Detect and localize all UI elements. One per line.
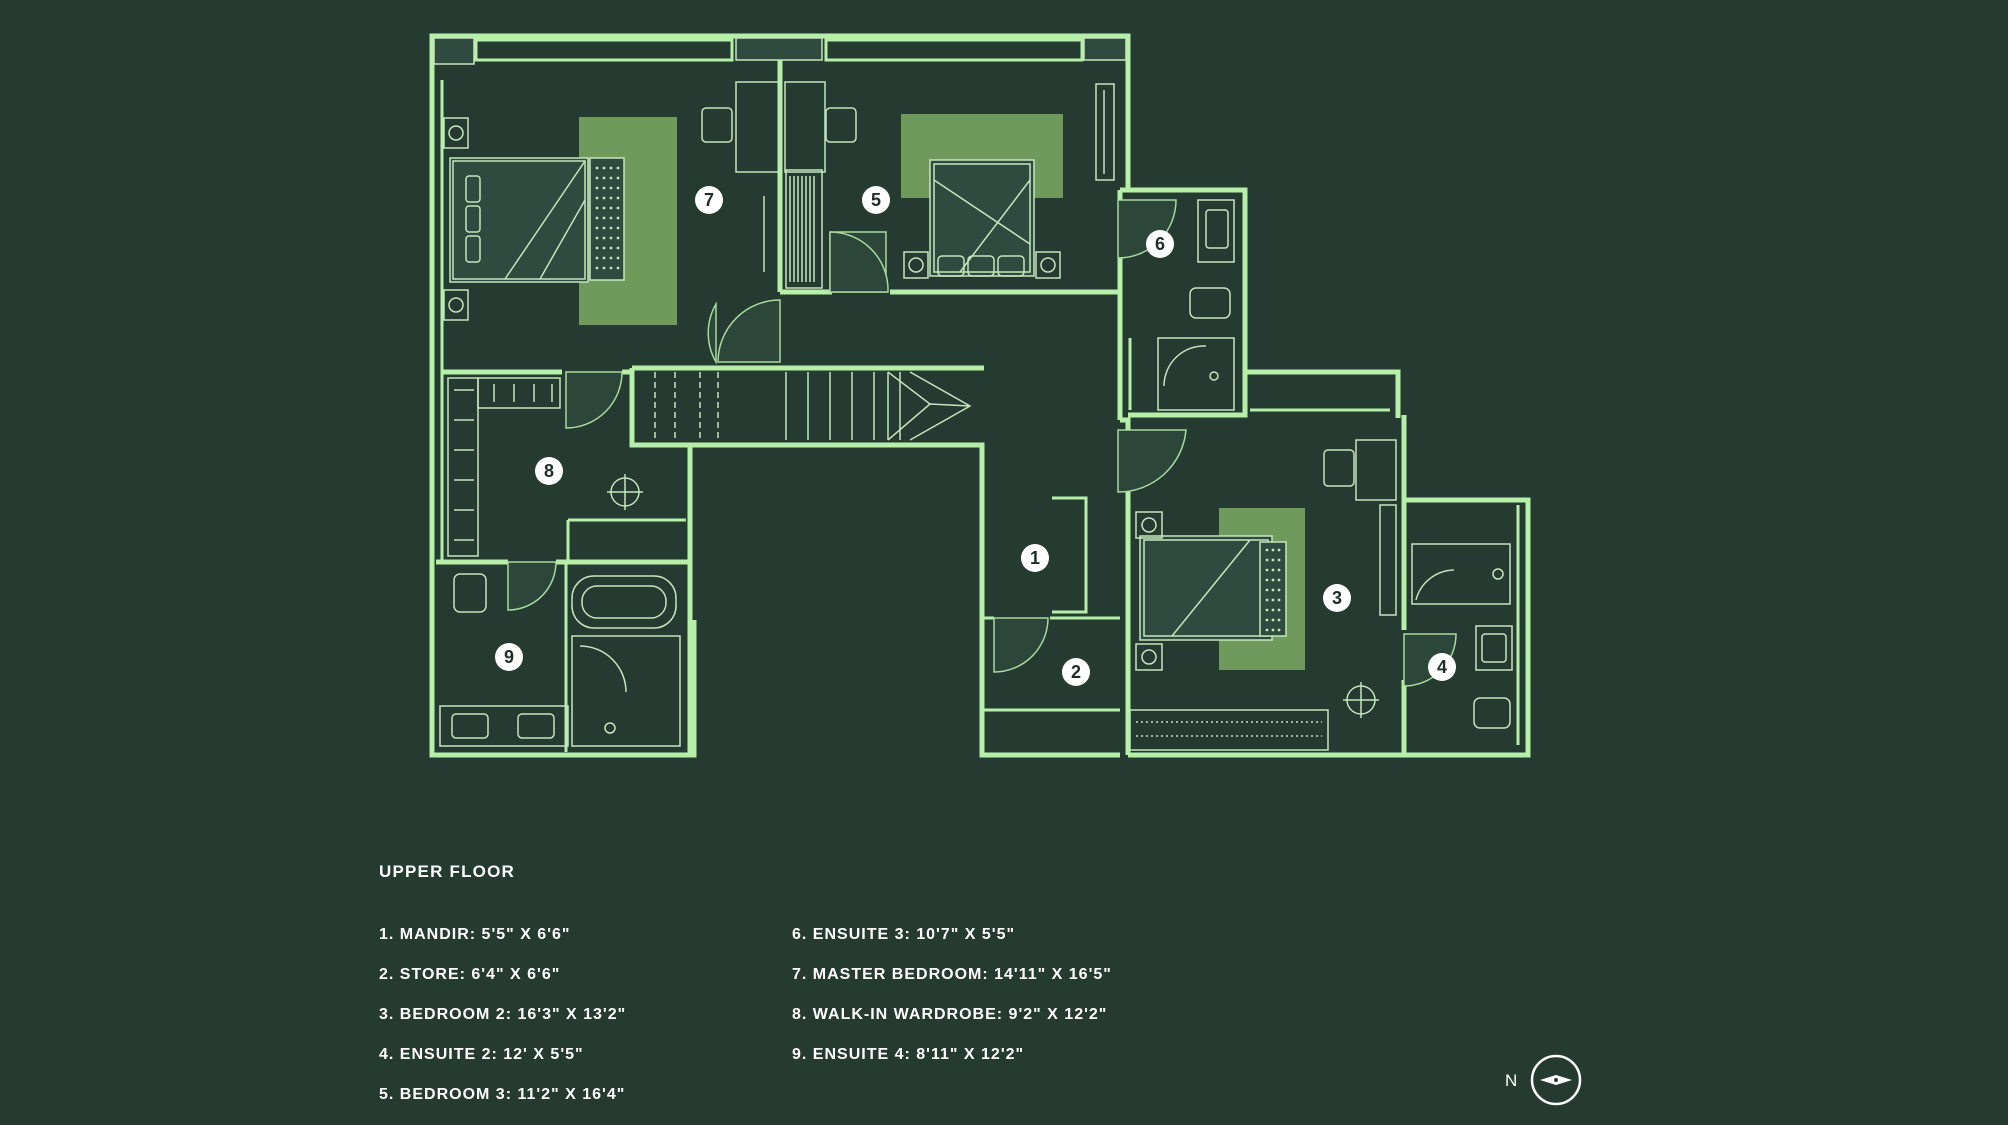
legend-column-left: 1. MANDIR: 5'5" X 6'6" 2. STORE: 6'4" X … (379, 925, 626, 1125)
svg-text:7: 7 (704, 190, 714, 210)
ensuite-2-fixtures (1402, 500, 1513, 729)
svg-text:4: 4 (1437, 657, 1447, 677)
floor-plan: 1 2 3 4 5 6 7 8 9 (429, 33, 1531, 758)
room-marker-7: 7 (695, 186, 723, 214)
legend-item-ensuite-3: 6. ENSUITE 3: 10'7" X 5'5" (792, 926, 1016, 943)
master-bedroom-furniture (443, 81, 857, 321)
legend-item-walk-in-wardrobe: 8. WALK-IN WARDROBE: 9'2" X 12'2" (792, 1006, 1108, 1023)
bedroom-2-furniture (1129, 439, 1397, 751)
room-marker-9: 9 (495, 643, 523, 671)
room-marker-5: 5 (862, 186, 890, 214)
legend-item-master-bedroom: 7. MASTER BEDROOM: 14'11" X 16'5" (792, 966, 1112, 983)
legend-item-store: 2. STORE: 6'4" X 6'6" (379, 966, 561, 983)
ensuite-4-fixtures (439, 573, 681, 747)
room-marker-3: 3 (1323, 584, 1351, 612)
svg-text:6: 6 (1155, 234, 1165, 254)
room-marker-2: 2 (1062, 658, 1090, 686)
floor-title: UPPER FLOOR (379, 862, 515, 881)
bedroom-3-furniture (903, 83, 1115, 279)
room-marker-6: 6 (1146, 230, 1174, 258)
room-marker-4: 4 (1428, 653, 1456, 681)
room-marker-1: 1 (1021, 544, 1049, 572)
legend-item-bedroom-3: 5. BEDROOM 3: 11'2" X 16'4" (379, 1086, 626, 1103)
room-marker-8: 8 (535, 457, 563, 485)
walls (429, 33, 1531, 758)
staircase (654, 371, 972, 441)
svg-text:1: 1 (1030, 548, 1040, 568)
svg-text:5: 5 (871, 190, 881, 210)
compass-icon (1530, 1054, 1582, 1106)
legend-item-mandir: 1. MANDIR: 5'5" X 6'6" (379, 926, 571, 943)
wardrobe-fixtures (447, 377, 643, 557)
legend-column-right: 6. ENSUITE 3: 10'7" X 5'5" 7. MASTER BED… (792, 925, 1112, 1085)
svg-text:9: 9 (504, 647, 514, 667)
legend-item-bedroom-2: 3. BEDROOM 2: 16'3" X 13'2" (379, 1006, 627, 1023)
svg-text:3: 3 (1332, 588, 1342, 608)
doors (507, 199, 1457, 687)
svg-text:2: 2 (1071, 662, 1081, 682)
ensuite-3-fixtures (1157, 199, 1235, 411)
svg-text:8: 8 (544, 461, 554, 481)
compass-label: N (1505, 1071, 1518, 1090)
legend-item-ensuite-4: 9. ENSUITE 4: 8'11" X 12'2" (792, 1046, 1025, 1063)
legend-item-ensuite-2: 4. ENSUITE 2: 12' X 5'5" (379, 1046, 584, 1063)
